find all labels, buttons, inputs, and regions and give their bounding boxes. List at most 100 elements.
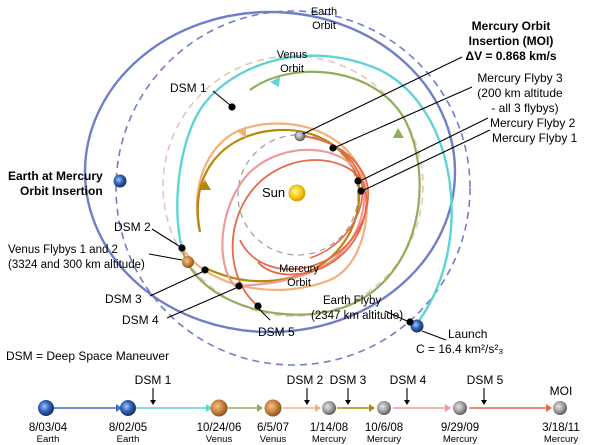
dsm-legend: DSM = Deep Space Maneuver <box>6 349 169 363</box>
earth-moi-annotation: Earth at Mercury Orbit Insertion <box>8 169 103 198</box>
dsm1-label: DSM 1 <box>170 81 207 95</box>
flyby3-line-1: Mercury Flyby 3 <box>477 71 563 85</box>
dsm3-leader <box>149 271 203 297</box>
earth-orbit-dashed <box>115 10 471 366</box>
tl-dsm2-label: DSM 2 <box>287 373 324 387</box>
sun-label: Sun <box>262 185 285 200</box>
earth-launch-planet <box>410 319 424 333</box>
earth-moi-line-2: Orbit Insertion <box>20 184 103 198</box>
launch-line-1: Launch <box>448 327 487 341</box>
tl-dsm1-head <box>150 400 156 405</box>
tl-body-2: Earth <box>117 434 140 445</box>
earth-flyby-line-2: (2347 km altitude) <box>311 310 403 322</box>
earth-flyby-line-1: Earth Flyby <box>323 295 381 307</box>
dsm4-label: DSM 4 <box>122 313 159 327</box>
arrow-gold <box>199 180 211 190</box>
event-dots <box>178 103 414 326</box>
arrow-cyan <box>270 77 280 87</box>
seg-1-arrow <box>116 404 122 412</box>
launch-line-2: C = 16.4 km²/s²₃ <box>416 342 503 356</box>
earth-flyby-dot <box>406 318 414 326</box>
tl-date-8: 3/18/11 <box>542 422 580 434</box>
flyby3-annotation: Mercury Flyby 3 (200 km altitude - all 3… <box>477 71 563 115</box>
cyan-leg <box>176 54 453 327</box>
moi-annotation: Mercury Orbit Insertion (MOI) ΔV = 0.868… <box>465 19 556 63</box>
tl-earth-1 <box>38 400 54 416</box>
tl-dsm5-head <box>481 400 487 405</box>
seg-6-arrow <box>445 404 451 412</box>
flyby3-leader <box>335 86 473 148</box>
tl-date-4: 6/5/07 <box>257 422 289 434</box>
flyby3-line-3: - all 3 flybys) <box>491 101 558 115</box>
tl-dsm-heads <box>150 400 487 405</box>
dsm4-leader <box>166 287 237 319</box>
direction-arrows <box>199 77 404 190</box>
tl-body-3: Venus <box>206 434 233 445</box>
red-leg-1 <box>231 159 368 307</box>
tl-dsm4-label: DSM 4 <box>390 373 427 387</box>
sun <box>288 184 306 202</box>
venus-orbit-label-2: Orbit <box>280 63 304 75</box>
dsm2-dot <box>178 244 186 252</box>
dsm2-label: DSM 2 <box>114 220 151 234</box>
earth-flyby-leader <box>384 310 408 322</box>
tl-dsm5-label: DSM 5 <box>467 373 504 387</box>
tl-earth-2 <box>120 400 136 416</box>
dsm2-leader <box>151 228 180 247</box>
tl-mercury-1 <box>322 401 336 415</box>
dsm1-leader <box>212 90 231 106</box>
tl-dsm4-head <box>404 400 410 405</box>
tl-date-7: 9/29/09 <box>441 422 479 434</box>
tl-venus-2 <box>264 399 282 417</box>
flyby1-leader <box>363 129 491 191</box>
dsm3-dot <box>201 266 209 274</box>
venus-flyby-planet <box>182 256 194 268</box>
launch-leader <box>421 330 447 341</box>
earth-orbit-solid <box>83 10 457 334</box>
tl-moi-label: MOI <box>550 384 573 398</box>
dsm1-dot <box>228 103 236 111</box>
tl-body-4: Venus <box>260 434 287 445</box>
tl-dsm3-label: DSM 3 <box>330 373 367 387</box>
tl-dsm-markers <box>152 388 485 402</box>
flyby2-label: Mercury Flyby 2 <box>490 116 576 130</box>
tl-mercury-2 <box>377 401 391 415</box>
leader-lines <box>148 56 491 341</box>
moi-leader <box>302 56 463 135</box>
flyby1-dot <box>357 187 365 195</box>
arrow-green <box>393 128 404 138</box>
tl-dsm1-label: DSM 1 <box>135 373 172 387</box>
moi-line-1: Mercury Orbit <box>472 19 551 33</box>
tl-body-6: Mercury <box>367 434 402 445</box>
arrow-orange <box>238 126 246 138</box>
seg-7-arrow <box>546 404 552 412</box>
tl-venus-1 <box>210 399 228 417</box>
dsm5-label: DSM 5 <box>258 325 295 339</box>
flyby3-dot <box>329 144 337 152</box>
tl-date-6: 10/6/08 <box>365 422 403 434</box>
flyby2-leader <box>361 117 489 181</box>
red-leg-2 <box>239 135 369 271</box>
tl-date-5: 1/14/08 <box>310 422 348 434</box>
seg-4-arrow <box>315 404 321 412</box>
seg-5-arrow <box>369 404 375 412</box>
tl-date-2: 8/02/05 <box>109 422 147 434</box>
orange-leg <box>181 122 368 291</box>
venus-flybys-line-1: Venus Flybys 1 and 2 <box>8 244 118 256</box>
tl-body-5: Mercury <box>312 434 347 445</box>
tl-body-8: Mercury <box>544 434 579 445</box>
red-leg-3 <box>299 135 364 259</box>
tl-dsm3-head <box>345 400 351 405</box>
venus-flybys-leader <box>148 253 183 261</box>
seg-3-arrow <box>257 404 263 412</box>
tl-mercury-3 <box>453 401 467 415</box>
earth-at-moi <box>113 174 127 188</box>
venus-flybys-line-2: (3324 and 300 km altitude) <box>8 259 145 271</box>
mercury-orbit <box>237 134 359 256</box>
tl-date-3: 10/24/06 <box>197 422 242 434</box>
tl-date-1: 8/03/04 <box>29 422 68 434</box>
venus-orbit-label-1: Venus <box>277 49 308 61</box>
seg-2-arrow <box>206 404 212 412</box>
mercury-orbit-label-2: Orbit <box>287 277 311 289</box>
